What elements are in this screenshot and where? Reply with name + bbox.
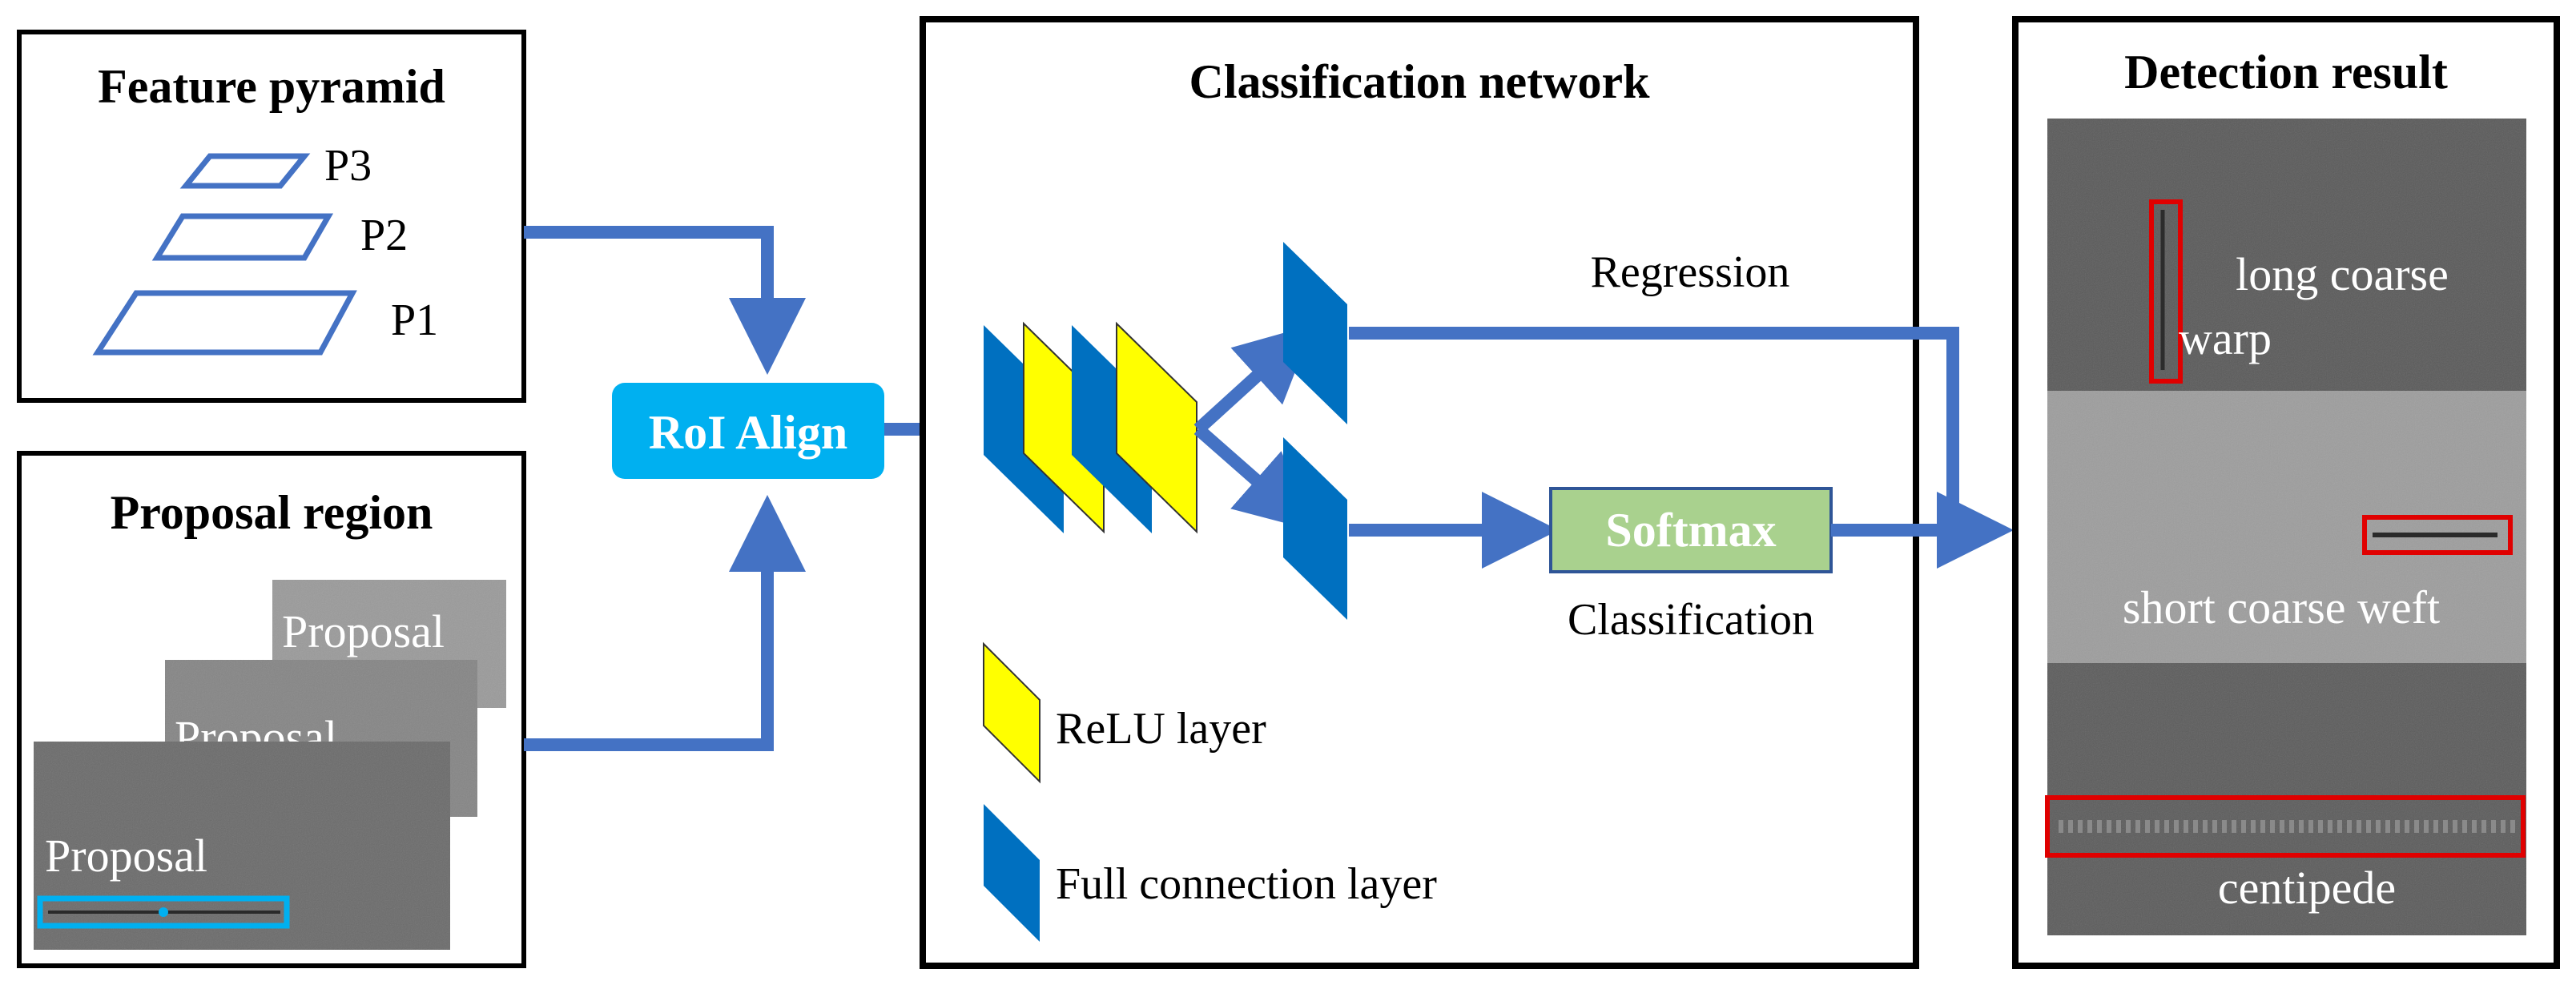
softmax-label: Softmax — [1605, 504, 1776, 557]
detection-result-title: Detection result — [2124, 46, 2448, 98]
pyramid-level-p1-label: P1 — [391, 296, 438, 345]
roi-align-label: RoI Align — [649, 406, 847, 459]
defect-label-centipede: centipede — [2218, 862, 2396, 914]
fc-head-regression — [1283, 242, 1347, 424]
defect-label-weft: short coarse weft — [2123, 581, 2440, 633]
defect-label-warp-line2: warp — [2179, 312, 2272, 364]
legend-fc-swatch — [984, 804, 1040, 942]
feature-pyramid-panel: Feature pyramid P3 P2 P1 — [17, 30, 526, 403]
proposal-box-front — [37, 895, 290, 929]
fc-head-classification — [1283, 437, 1347, 620]
result-strip-short-coarse-weft: short coarse weft — [2047, 391, 2526, 663]
pyramid-level-p2-label: P2 — [360, 211, 408, 260]
pyramid-level-p2-shape — [151, 213, 334, 261]
fc-layer-2 — [1072, 325, 1152, 533]
classification-label: Classification — [1568, 595, 1814, 645]
legend: ReLU layer Full connection layer — [983, 641, 1437, 942]
detection-result-panel: Detection result long coarse warp short … — [2012, 16, 2560, 969]
proposal-image-front: Proposal — [34, 742, 450, 950]
pyramid-level-p1-shape — [92, 290, 357, 356]
detection-box-weft — [2362, 515, 2513, 555]
result-strip-long-coarse-warp: long coarse warp — [2047, 119, 2526, 391]
legend-fc-label: Full connection layer — [1056, 859, 1437, 909]
detection-box-centipede — [2045, 795, 2526, 858]
legend-relu-label: ReLU layer — [1056, 704, 1266, 754]
roi-align-block: RoI Align — [612, 383, 884, 479]
proposal-label-back: Proposal — [282, 605, 445, 657]
defect-label-warp-line1: long coarse — [2236, 248, 2449, 300]
feature-pyramid-title: Feature pyramid — [98, 60, 445, 113]
proposal-region-title: Proposal region — [111, 486, 433, 539]
pyramid-level-p3-label: P3 — [324, 141, 372, 191]
arrow-pyramid-to-roi — [524, 226, 806, 375]
proposal-label-front: Proposal — [45, 830, 207, 882]
softmax-block: Softmax — [1549, 487, 1833, 573]
result-strip-centipede: centipede — [2045, 663, 2526, 935]
pyramid-level-p3-shape — [179, 153, 311, 189]
classification-network-title: Classification network — [1189, 55, 1651, 108]
arrow-regression-to-result — [1349, 327, 1959, 517]
proposal-region-panel: Proposal region Proposal Proposal Propos… — [17, 451, 526, 968]
classification-network-panel: Classification network Regression Softma… — [920, 16, 1959, 969]
legend-relu-swatch — [983, 641, 1040, 784]
relu-layer-2 — [1116, 321, 1197, 534]
arrow-proposal-to-roi — [524, 495, 806, 751]
regression-label: Regression — [1591, 247, 1790, 297]
detection-box-warp — [2149, 199, 2183, 384]
